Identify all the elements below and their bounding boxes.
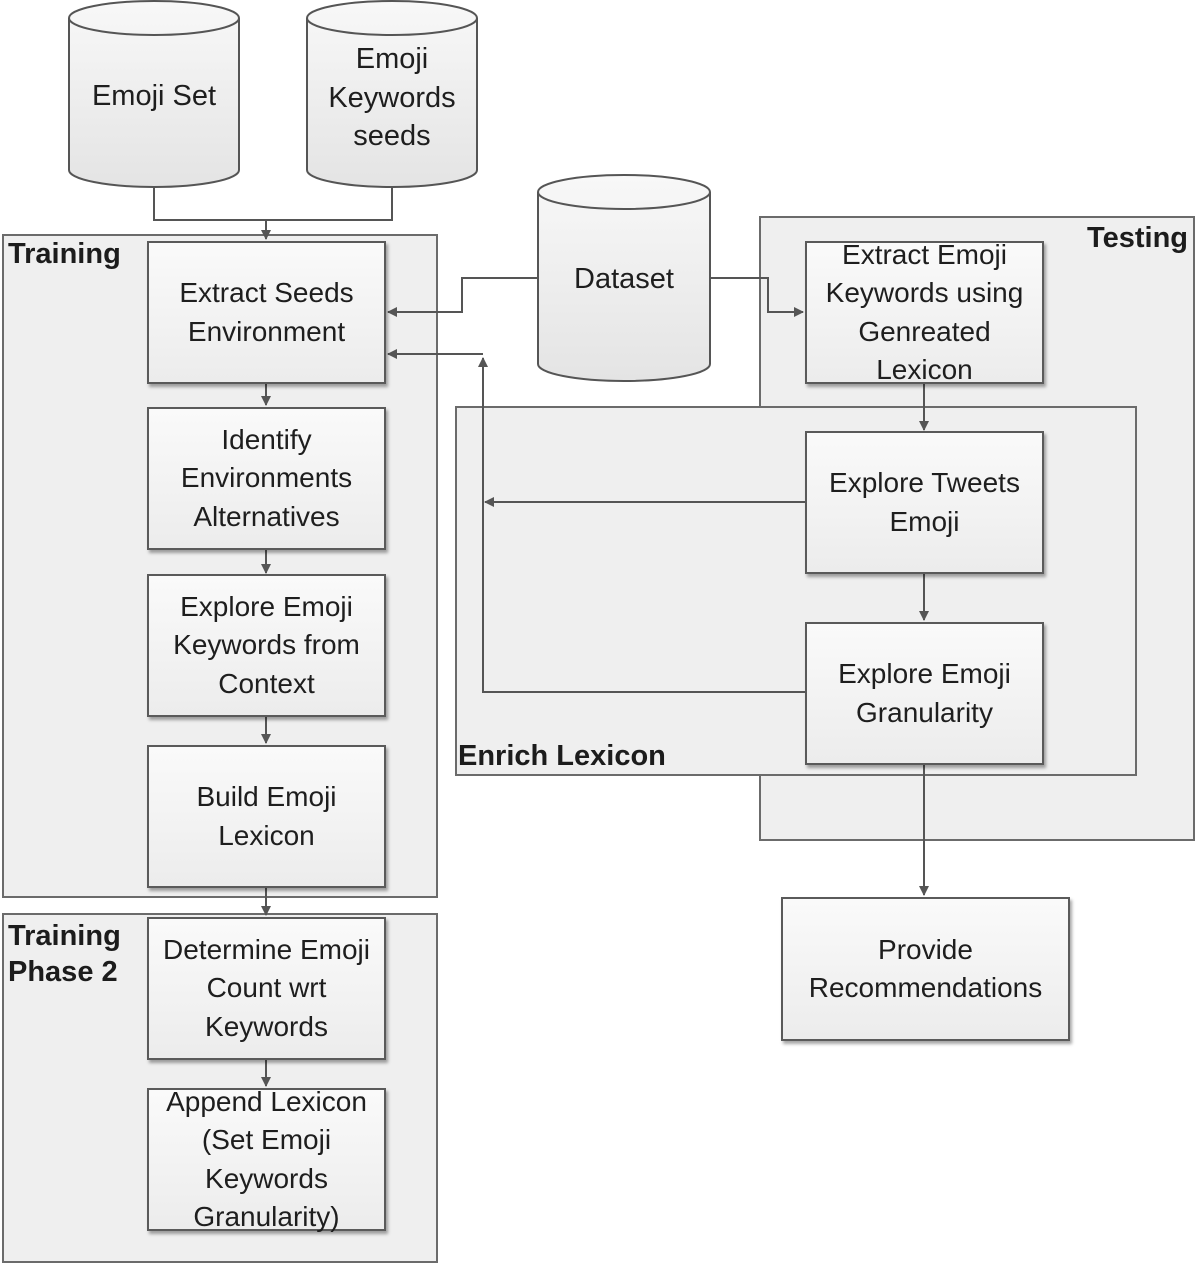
enrich-lexicon-group-label: Enrich Lexicon (458, 740, 666, 772)
training-group-label: Training (8, 238, 121, 270)
append-lexicon-box: Append Lexicon (Set Emoji Keywords Granu… (147, 1086, 386, 1232)
dataset-database: Dataset (574, 262, 674, 295)
identify-environments-box: Identify Environments Alternatives (147, 407, 386, 550)
determine-count-box: Determine Emoji Count wrt Keywords (147, 917, 386, 1060)
training-phase2-group-label: Training Phase 2 (8, 920, 121, 989)
emoji-set-database: Emoji Set (91, 79, 217, 112)
extract-seeds-environment-box: Extract Seeds Environment (147, 241, 386, 384)
edge-granularity-feedback (478, 357, 805, 693)
edge-dataset-to-extract-keywords (710, 277, 804, 317)
edge-keywords-seeds-to-merge (266, 187, 393, 221)
database-cylinders (68, 0, 711, 382)
provide-recommendations-box: Provide Recommendations (781, 897, 1070, 1041)
emoji-set-cylinder (68, 0, 240, 188)
testing-group-label: Testing (1087, 222, 1188, 254)
edge-emoji-set-to-merge (153, 187, 266, 221)
edge-dataset-to-extract-seeds (387, 277, 538, 317)
explore-tweets-box: Explore Tweets Emoji (805, 431, 1044, 574)
dataset-cylinder (537, 174, 711, 382)
explore-keywords-context-box: Explore Emoji Keywords from Context (147, 574, 386, 717)
emoji-keywords-seeds-cylinder (306, 0, 478, 188)
build-lexicon-box: Build Emoji Lexicon (147, 745, 386, 888)
emoji-keywords-seeds-database: Emoji Keywords seeds (328, 43, 456, 153)
extract-keywords-lexicon-box: Extract Emoji Keywords using Genreated L… (805, 239, 1044, 385)
explore-granularity-box: Explore Emoji Granularity (805, 622, 1044, 765)
